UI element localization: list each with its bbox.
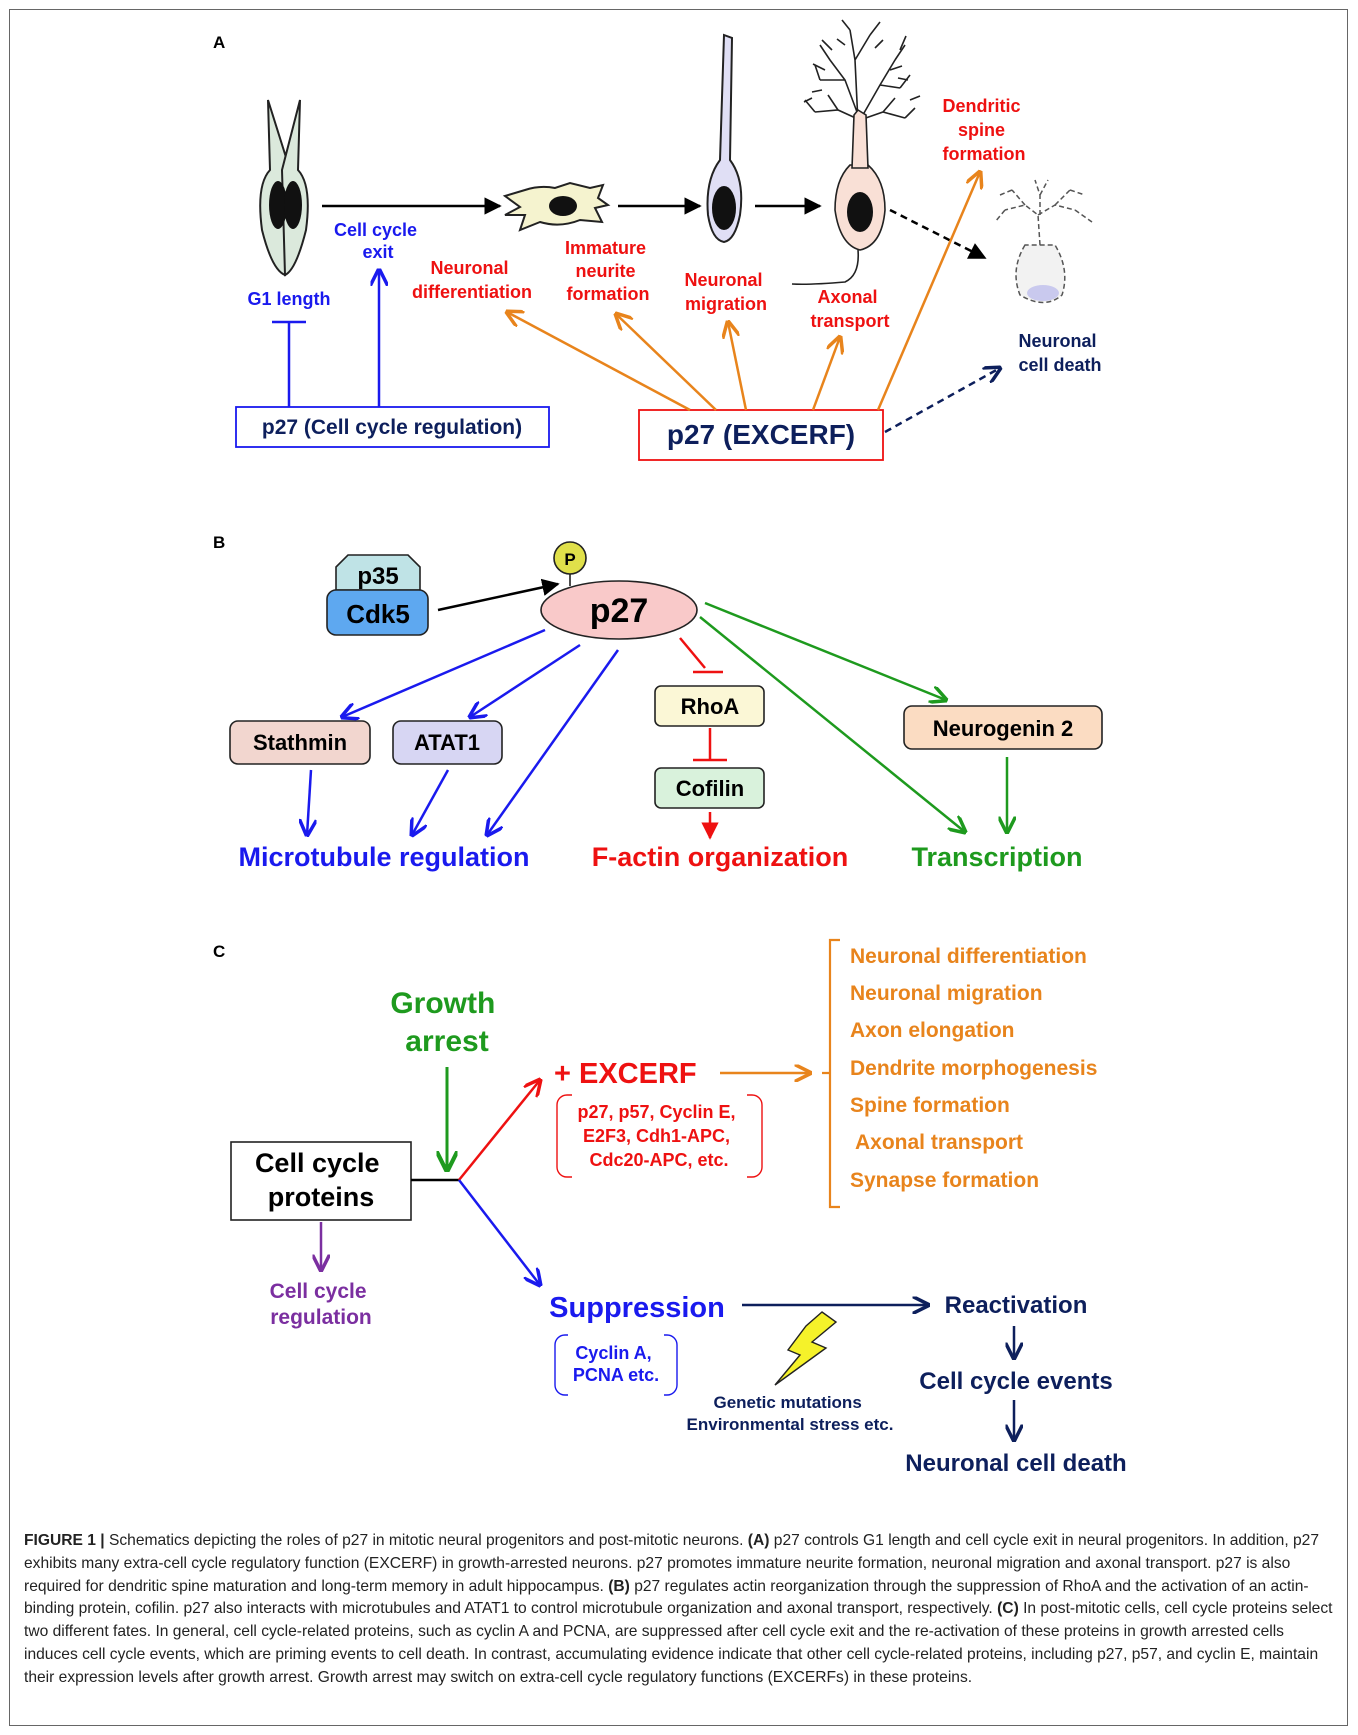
functions-list: Neuronal differentiation Neuronal migrat… — [850, 945, 1097, 1192]
label-g1-length: G1 length — [247, 289, 330, 309]
cell-cycle-proteins-label: Cell cycle proteins — [255, 1148, 387, 1212]
neurogenin2-label: Neurogenin 2 — [933, 716, 1074, 741]
function-item: Dendrite morphogenesis — [850, 1057, 1097, 1080]
arrow-p27-to-stathmin — [342, 628, 546, 717]
lightning-bolt-icon — [774, 1311, 838, 1386]
caption-figure-label: FIGURE 1 | — [24, 1532, 105, 1549]
arrow-excerf-to-migration — [728, 322, 748, 411]
arrow-excerf-to-spine — [876, 172, 980, 411]
caption-b-label: (B) — [608, 1577, 630, 1595]
figure-diagram: A Cell cycle exit G1 length — [213, 19, 1127, 1477]
rhoa-label: RhoA — [681, 694, 740, 719]
atat1-node — [392, 720, 503, 765]
arrow-p27-to-neurogenin2 — [704, 601, 946, 700]
microtubule-regulation-label: Microtubule regulation — [238, 842, 529, 872]
arrow-excerf-to-differentiation — [507, 312, 691, 412]
suppression-bracket-mask — [568, 1330, 664, 1400]
cofilin-node — [654, 767, 765, 809]
inhibit-p27-rhoa — [679, 637, 706, 669]
factin-organization-label: F-actin organization — [592, 842, 849, 872]
label-axonal-transport: Axonal transport — [810, 287, 889, 331]
arrow-p27-to-microtubule — [487, 649, 620, 835]
p27-cell-cycle-box — [235, 406, 550, 448]
label-neuronal-differentiation: Neuronal differentiation — [412, 258, 532, 302]
caption-c-text: In post-mitotic cells, cell cycle protei… — [24, 1600, 1333, 1686]
label-dendritic-spine: Dendritic spine formation — [942, 96, 1025, 164]
immature-neuron-illustration — [502, 181, 611, 232]
figure-frame — [9, 9, 1348, 1726]
label-immature-neurite: Immature neurite formation — [565, 238, 651, 304]
reactivation-label: Reactivation — [945, 1292, 1088, 1319]
stathmin-node — [229, 720, 371, 765]
arrow-mature-to-dying — [889, 208, 987, 260]
excerf-bracket-mask — [572, 1090, 747, 1182]
function-item: Synapse formation — [850, 1169, 1039, 1192]
p27-cell-cycle-label: p27 (Cell cycle regulation) — [262, 416, 522, 439]
arrow-to-excerf — [458, 1080, 540, 1181]
cdk5-node — [326, 589, 429, 636]
p27-excerf-label: p27 (EXCERF) — [667, 419, 855, 450]
dying-neuron-nucleus — [1027, 285, 1059, 301]
p27-node-label: p27 — [590, 592, 649, 630]
arrow-excerf-to-axonal — [811, 337, 840, 411]
progenitor-cells-illustration — [259, 99, 309, 277]
suppression-label: Suppression — [549, 1292, 725, 1324]
excerf-label: + EXCERF — [554, 1058, 697, 1090]
p35-label: p35 — [357, 563, 398, 590]
arrow-p27-to-transcription — [699, 616, 965, 832]
arrow-atat1-to-microtubule — [412, 769, 450, 835]
label-neuronal-migration: Neuronal migration — [684, 270, 767, 314]
function-item: Axon elongation — [850, 1019, 1015, 1042]
figure-caption: FIGURE 1 | Schematics depicting the role… — [24, 1530, 1334, 1690]
caption-intro: Schematics depicting the roles of p27 in… — [104, 1532, 748, 1549]
growth-arrest-label: Growth arrest — [390, 987, 503, 1058]
atat1-label: ATAT1 — [414, 730, 480, 755]
transcription-label: Transcription — [911, 842, 1082, 872]
cell-cycle-regulation-label: Cell cycle regulation — [270, 1280, 373, 1329]
arrow-cdk5-to-p27 — [437, 578, 560, 612]
mature-neuron-illustration — [791, 19, 921, 286]
migrating-neuron-illustration — [706, 33, 743, 244]
cell-cycle-proteins-box — [230, 1141, 412, 1221]
cell-cycle-events-label: Cell cycle events — [919, 1368, 1112, 1395]
function-item: Neuronal migration — [850, 982, 1043, 1005]
label-cell-cycle-exit: Cell cycle exit — [334, 220, 422, 262]
arrow-excerf-to-neurite — [616, 314, 717, 411]
rhoa-node — [654, 685, 765, 727]
mature-neuron-trunk — [851, 108, 869, 169]
p27-excerf-box — [638, 409, 884, 461]
excerf-proteins-label: p27, p57, Cyclin E, E2F3, Cdh1-APC, Cdc2… — [577, 1102, 740, 1170]
arrow-excerf-to-cell-death — [884, 368, 1000, 434]
panel-a-label: A — [213, 33, 225, 52]
dying-neuron-illustration — [994, 179, 1093, 304]
cofilin-label: Cofilin — [676, 776, 744, 801]
function-item: Neuronal differentiation — [850, 945, 1087, 968]
stathmin-label: Stathmin — [253, 730, 347, 755]
phospho-label: P — [564, 550, 575, 569]
function-item: Spine formation — [850, 1094, 1010, 1117]
cdk5-label: Cdk5 — [346, 599, 410, 629]
neuronal-cell-death-label-c: Neuronal cell death — [905, 1450, 1126, 1477]
panel-b-label: B — [213, 533, 225, 552]
caption-b-text: p27 regulates actin reorganization throu… — [24, 1577, 1309, 1618]
arrow-stathmin-to-microtubule — [307, 769, 311, 835]
caption-c-label: (C) — [997, 1600, 1019, 1618]
p27-node — [540, 580, 698, 640]
caption-a-text: p27 controls G1 length and cell cycle ex… — [24, 1532, 1320, 1595]
arrow-to-suppression — [458, 1179, 540, 1285]
label-neuronal-cell-death-a: Neuronal cell death — [1018, 331, 1101, 375]
function-item: Axonal transport — [855, 1131, 1023, 1154]
panel-c-label: C — [213, 942, 225, 961]
suppression-proteins-label: Cyclin A, PCNA etc. — [573, 1343, 659, 1385]
caption-a-label: (A) — [747, 1532, 770, 1549]
neurogenin2-node — [903, 705, 1103, 750]
arrow-p27-to-atat1 — [470, 643, 581, 717]
triggers-label: Genetic mutations Environmental stress e… — [687, 1393, 894, 1434]
functions-bracket — [822, 938, 840, 1209]
